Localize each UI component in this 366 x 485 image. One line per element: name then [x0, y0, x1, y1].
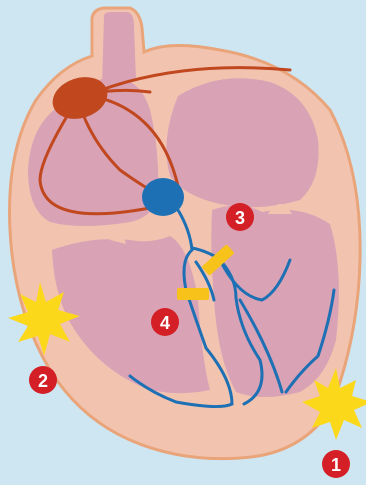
marker-1: 1: [322, 450, 350, 478]
marker-2-label: 2: [38, 371, 48, 391]
marker-3: 3: [226, 203, 254, 231]
marker-2: 2: [29, 366, 57, 394]
marker-4: 4: [151, 308, 179, 336]
marker-4-label: 4: [160, 313, 170, 333]
left-atrium: [166, 78, 318, 207]
marker-3-label: 3: [235, 208, 245, 228]
conduction-block-4: [177, 288, 209, 300]
av-node: [142, 178, 184, 216]
aorta-vessel: [102, 12, 136, 86]
marker-1-label: 1: [331, 455, 341, 475]
